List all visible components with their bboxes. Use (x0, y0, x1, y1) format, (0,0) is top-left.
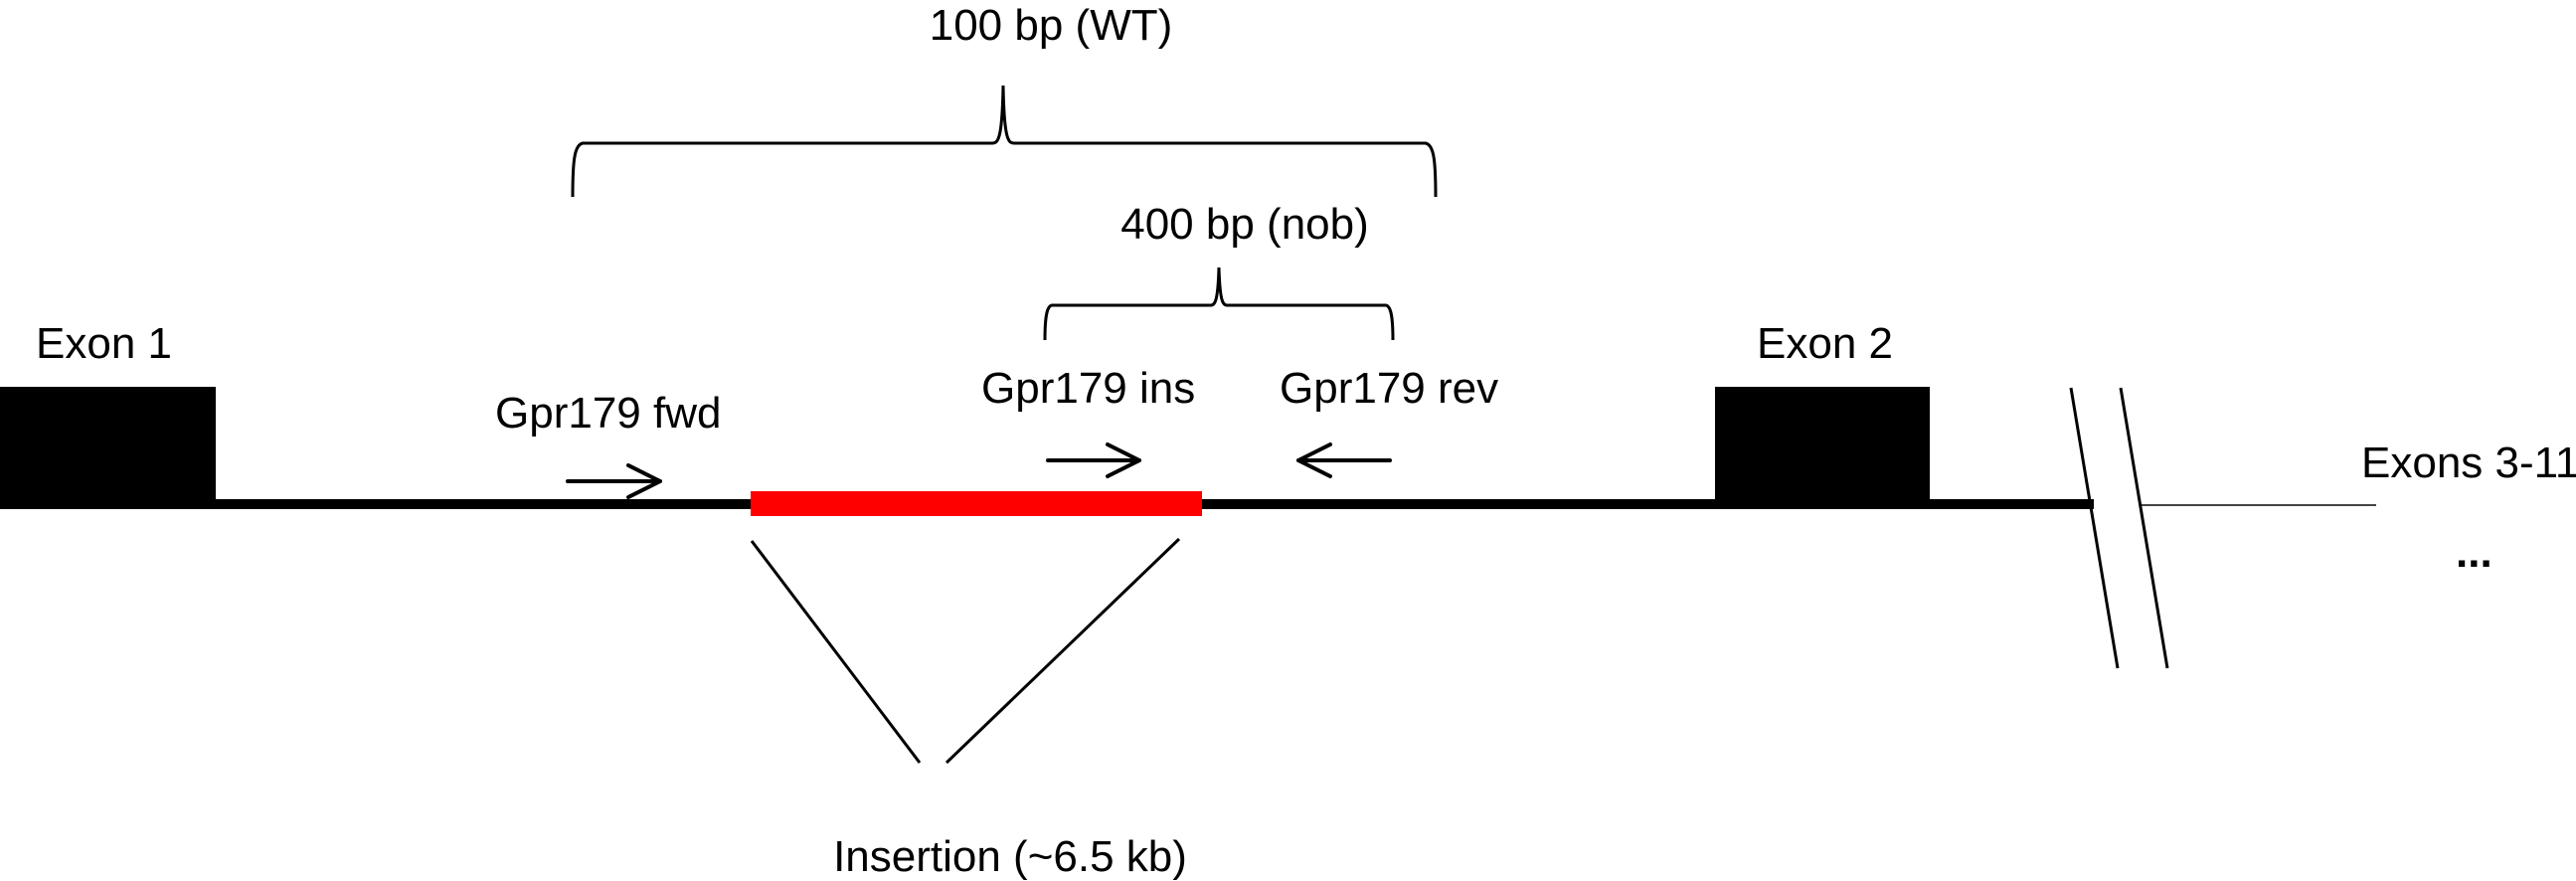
rev-primer-arrow-icon (1296, 442, 1392, 478)
ins-primer-arrow-icon (1046, 442, 1141, 478)
insertion-right-line (945, 537, 1181, 765)
nob-product-brace (1043, 266, 1395, 341)
exon-2-label: Exon 2 (1757, 319, 1893, 368)
insertion-bar (751, 491, 1202, 516)
nob-product-label: 400 bp (nob) (1120, 200, 1369, 249)
exons-3-11-label: Exons 3-11 (2361, 439, 2576, 487)
break-mark-right (2119, 387, 2169, 669)
break-mark-left (2069, 387, 2120, 669)
fwd-primer-label: Gpr179 fwd (495, 389, 721, 438)
rev-primer-label: Gpr179 rev (1280, 364, 1498, 413)
fwd-primer-arrow-icon (566, 463, 662, 499)
exon-1-box (0, 387, 216, 509)
exon-1-label: Exon 1 (36, 319, 172, 368)
wt-product-label: 100 bp (WT) (930, 1, 1173, 50)
exon-2-box (1715, 387, 1930, 509)
wt-product-brace (571, 85, 1438, 198)
insertion-label: Insertion (~6.5 kb) (833, 832, 1187, 881)
ins-primer-label: Gpr179 ins (981, 364, 1195, 413)
continuation-ellipsis: ... (2456, 528, 2492, 577)
insertion-left-line (750, 540, 922, 764)
